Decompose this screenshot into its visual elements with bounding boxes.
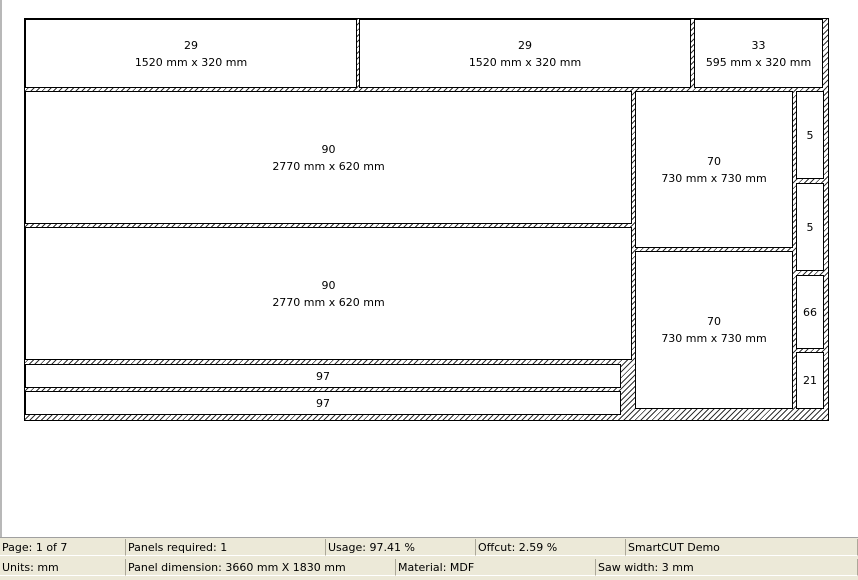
layout-piece[interactable]: 5	[796, 91, 824, 179]
piece-quantity: 5	[806, 128, 814, 142]
layout-piece[interactable]: 5	[796, 183, 824, 271]
cutting-layout-canvas: 29 1520 mm x 320 mm 29 1520 mm x 320 mm …	[0, 0, 829, 537]
layout-piece[interactable]: 29 1520 mm x 320 mm	[25, 19, 357, 88]
piece-dimensions: 2770 mm x 620 mm	[272, 159, 385, 173]
layout-piece[interactable]: 97	[25, 364, 621, 388]
status-offcut: Offcut: 2.59 %	[476, 539, 626, 556]
piece-dimensions: 1520 mm x 320 mm	[468, 55, 582, 69]
piece-dimensions: 1520 mm x 320 mm	[134, 55, 248, 69]
status-panels-required: Panels required: 1	[126, 539, 326, 556]
piece-quantity: 90	[321, 278, 336, 292]
piece-quantity: 97	[316, 369, 330, 383]
layout-piece[interactable]: 29 1520 mm x 320 mm	[359, 19, 691, 88]
status-bar-row-1: Page: 1 of 7 Panels required: 1 Usage: 9…	[0, 538, 858, 557]
layout-piece[interactable]: 90 2770 mm x 620 mm	[25, 227, 632, 360]
piece-dimensions: 2770 mm x 620 mm	[272, 295, 385, 309]
piece-quantity: 21	[803, 374, 817, 387]
panel-outline	[24, 18, 829, 421]
layout-piece[interactable]: 97	[25, 391, 621, 415]
layout-piece[interactable]: 90 2770 mm x 620 mm	[25, 91, 632, 224]
layout-piece[interactable]: 70 730 mm x 730 mm	[635, 251, 793, 409]
status-units: Units: mm	[0, 559, 126, 576]
layout-piece[interactable]: 33 595 mm x 320 mm	[694, 19, 823, 88]
piece-quantity: 29	[518, 38, 532, 52]
piece-dimensions: 595 mm x 320 mm	[705, 55, 812, 69]
piece-quantity: 33	[751, 38, 766, 52]
status-bar: Page: 1 of 7 Panels required: 1 Usage: 9…	[0, 537, 858, 580]
status-panel-dimension: Panel dimension: 3660 mm X 1830 mm	[126, 559, 396, 576]
piece-quantity: 97	[316, 396, 330, 410]
layout-piece[interactable]: 21	[796, 352, 824, 409]
status-material: Material: MDF	[396, 559, 596, 576]
canvas-left-edge	[0, 0, 2, 537]
piece-quantity: 90	[321, 142, 336, 156]
status-app-name: SmartCUT Demo	[626, 539, 858, 556]
piece-quantity: 70	[707, 154, 721, 168]
piece-dimensions: 730 mm x 730 mm	[661, 332, 767, 345]
status-page: Page: 1 of 7	[0, 539, 126, 556]
status-bar-row-2: Units: mm Panel dimension: 3660 mm X 183…	[0, 558, 858, 577]
status-saw-width: Saw width: 3 mm	[596, 559, 858, 576]
piece-quantity: 66	[803, 305, 817, 319]
piece-quantity: 29	[184, 38, 198, 52]
layout-piece[interactable]: 66	[796, 275, 824, 349]
piece-quantity: 5	[806, 220, 814, 234]
status-usage: Usage: 97.41 %	[326, 539, 476, 556]
piece-quantity: 70	[707, 315, 721, 328]
piece-dimensions: 730 mm x 730 mm	[661, 171, 767, 185]
layout-piece[interactable]: 70 730 mm x 730 mm	[635, 91, 793, 248]
